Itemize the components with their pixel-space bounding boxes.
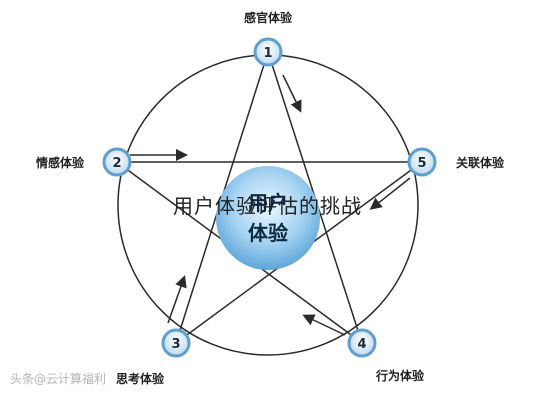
node-5-label: 关联体验 <box>456 155 505 170</box>
node-2-label: 情感体验 <box>36 155 85 170</box>
center-sphere: 用户 体验 <box>216 166 320 270</box>
node-1-number: 1 <box>263 46 272 61</box>
node-1-label: 感官体验 <box>244 10 293 25</box>
node-2: 2 <box>102 147 132 177</box>
arrow-5-to-3 <box>369 177 411 210</box>
node-1: 1 <box>253 37 283 67</box>
node-3-number: 3 <box>171 337 180 352</box>
node-5-number: 5 <box>417 156 426 171</box>
center-label-bottom: 体验 <box>248 221 288 245</box>
node-3: 3 <box>161 328 191 358</box>
node-4: 4 <box>347 328 377 358</box>
node-4-label: 行为体验 <box>375 368 425 383</box>
node-2-number: 2 <box>112 156 121 171</box>
node-3-label: 思考体验 <box>116 371 165 386</box>
arrow-4-to-2 <box>302 314 346 336</box>
watermark: 头条@云计算福利 <box>10 372 107 386</box>
flow-arrows <box>130 74 411 336</box>
node-5: 5 <box>407 147 437 177</box>
arrow-3-to-1 <box>167 275 187 324</box>
center-label-top: 用户 <box>248 191 288 215</box>
arrow-1-to-4 <box>282 74 302 113</box>
overlay-caption: 用户体验评估的挑战 <box>173 194 362 218</box>
node-4-number: 4 <box>357 337 366 352</box>
